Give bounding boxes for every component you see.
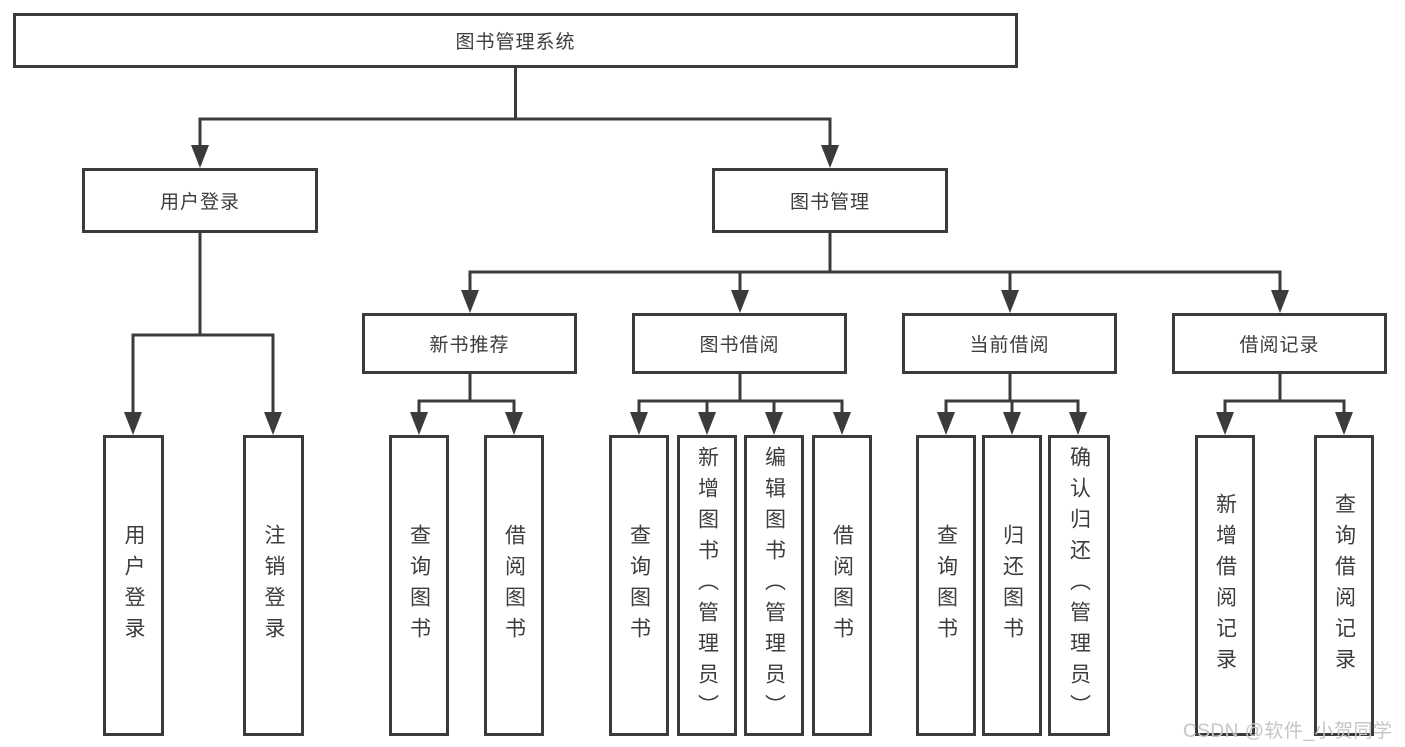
leaf-query-borrow-records-label: 查询借阅记录	[1332, 492, 1356, 679]
leaf-confirm-return-admin: 确认归还（管理员）	[1048, 435, 1110, 736]
leaf-add-borrow-record-label: 新增借阅记录	[1213, 492, 1237, 679]
leaf-recommend-borrow-books-label: 借阅图书	[502, 523, 526, 648]
leaf-current-query-books: 查询图书	[916, 435, 976, 736]
leaf-user-login: 用户登录	[103, 435, 164, 736]
leaf-current-query-books-label: 查询图书	[934, 523, 958, 648]
node-current-borrow: 当前借阅	[902, 313, 1117, 374]
node-new-book-recommend-label: 新书推荐	[429, 335, 510, 356]
leaf-return-books: 归还图书	[982, 435, 1042, 736]
leaf-borrow-books-label: 借阅图书	[830, 523, 854, 648]
leaf-recommend-borrow-books: 借阅图书	[484, 435, 544, 736]
node-user-login-label: 用户登录	[159, 192, 240, 213]
node-new-book-recommend: 新书推荐	[362, 313, 577, 374]
leaf-logout: 注销登录	[243, 435, 304, 736]
leaf-confirm-return-admin-label: 确认归还（管理员）	[1067, 446, 1091, 725]
node-book-borrow-label: 图书借阅	[699, 335, 780, 356]
leaf-add-books-admin: 新增图书（管理员）	[677, 435, 737, 736]
leaf-add-books-admin-label: 新增图书（管理员）	[695, 446, 719, 725]
leaf-recommend-query-books: 查询图书	[389, 435, 449, 736]
node-book-borrow: 图书借阅	[632, 313, 847, 374]
leaf-user-login-label: 用户登录	[122, 523, 145, 648]
leaf-recommend-query-books-label: 查询图书	[407, 523, 431, 648]
arrowheads	[124, 145, 1353, 435]
csdn-watermark: CSDN @软件_小贺同学	[1183, 721, 1393, 742]
leaf-borrow-query-books: 查询图书	[609, 435, 669, 736]
node-book-management: 图书管理	[712, 168, 948, 233]
leaf-add-borrow-record: 新增借阅记录	[1195, 435, 1255, 736]
leaf-edit-books-admin: 编辑图书（管理员）	[744, 435, 804, 736]
node-borrow-records-label: 借阅记录	[1239, 335, 1320, 356]
leaf-borrow-query-books-label: 查询图书	[627, 523, 651, 648]
leaf-borrow-books: 借阅图书	[812, 435, 872, 736]
leaf-logout-label: 注销登录	[262, 523, 285, 648]
node-current-borrow-label: 当前借阅	[969, 335, 1050, 356]
leaf-edit-books-admin-label: 编辑图书（管理员）	[762, 446, 786, 725]
leaf-return-books-label: 归还图书	[1000, 523, 1024, 648]
node-user-login: 用户登录	[82, 168, 318, 233]
node-book-management-label: 图书管理	[789, 192, 870, 213]
node-borrow-records: 借阅记录	[1172, 313, 1387, 374]
node-root: 图书管理系统	[13, 13, 1018, 68]
node-root-label: 图书管理系统	[455, 32, 576, 53]
leaf-query-borrow-records: 查询借阅记录	[1314, 435, 1374, 736]
